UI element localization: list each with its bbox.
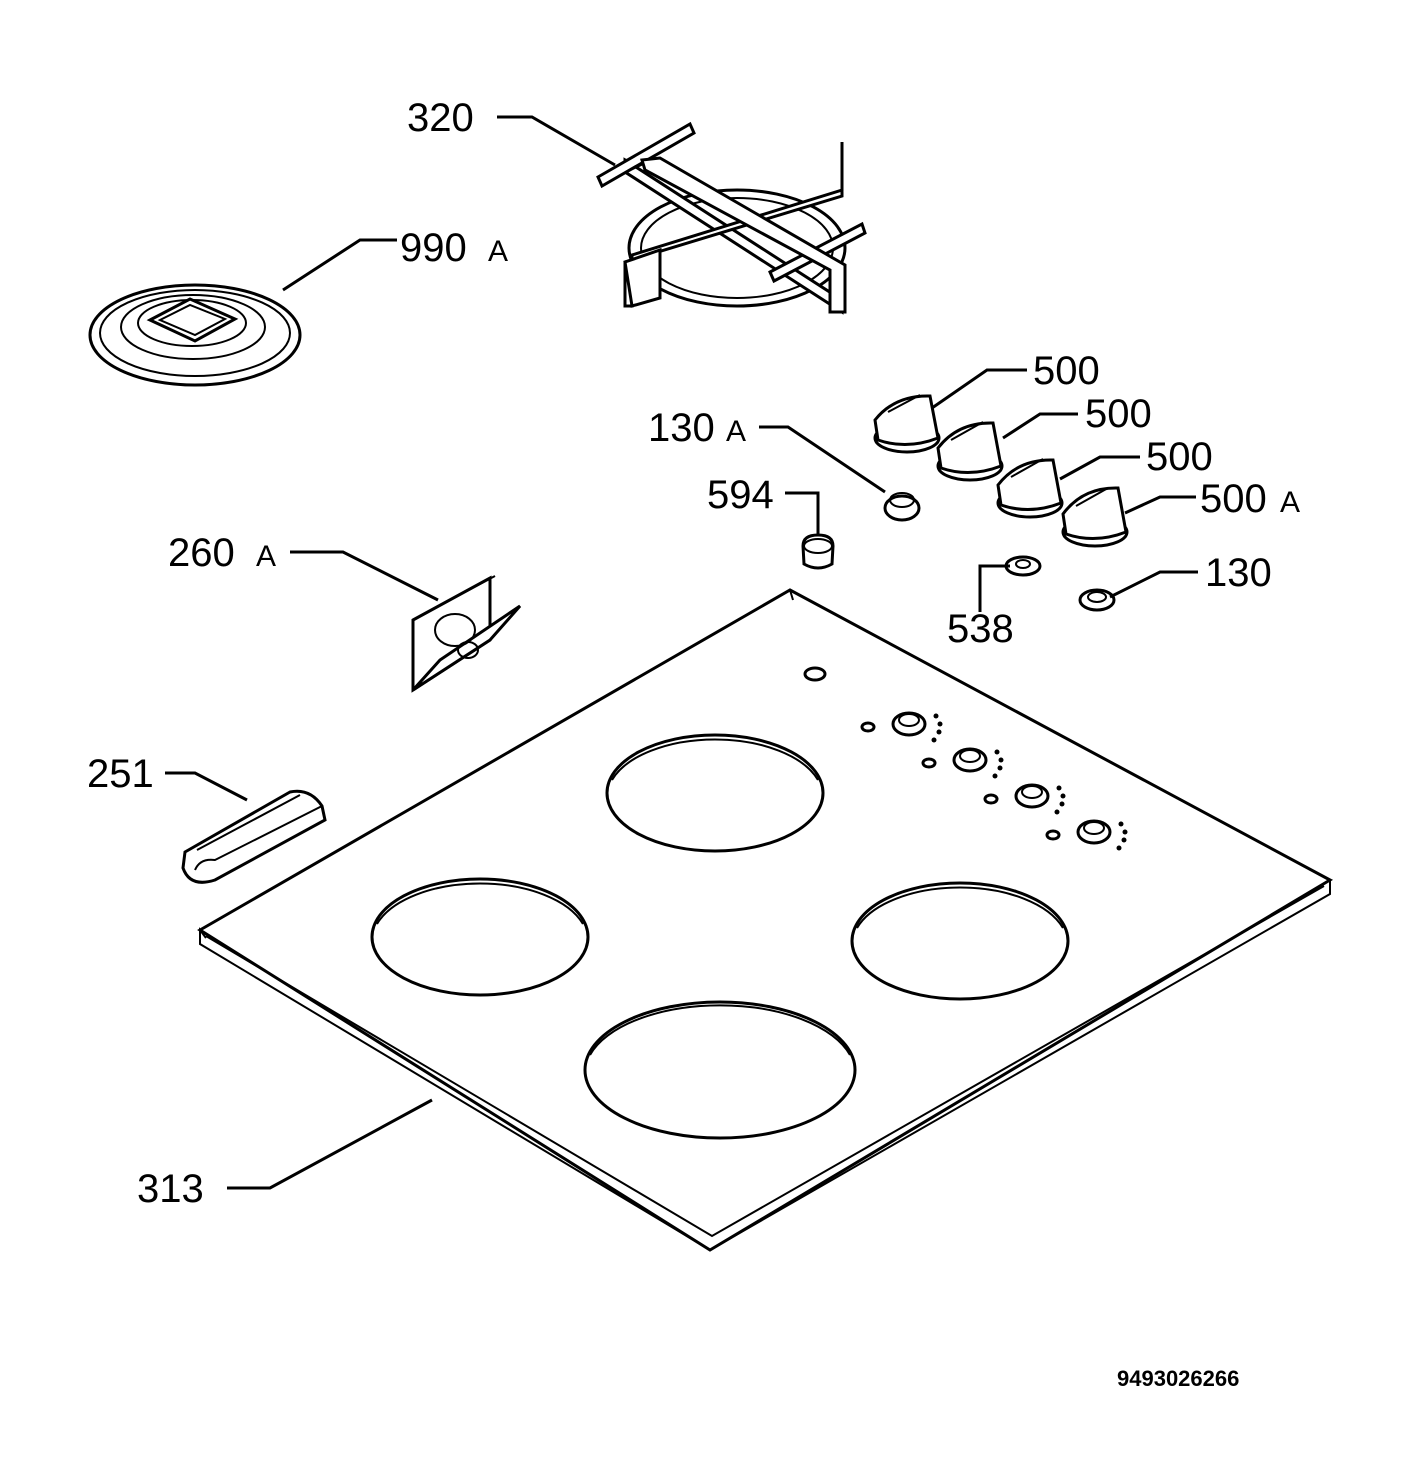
pan-support-grid (596, 121, 867, 315)
label-538: 538 (947, 607, 1014, 651)
label-990a-suffix: A (488, 235, 508, 268)
knob-holes (860, 711, 1128, 851)
label-320: 320 (407, 96, 474, 140)
label-130: 130 (1205, 551, 1272, 595)
label-251: 251 (87, 752, 154, 796)
label-500a: 500 (1200, 477, 1267, 521)
knob-bezel-130 (1078, 588, 1116, 612)
mounting-bracket (411, 575, 522, 693)
leader-lines (165, 115, 1198, 1190)
part-labels: 320 990 A 500 500 500 500 A 130 A 594 26… (87, 96, 1300, 1391)
control-knob-2 (936, 421, 1004, 482)
label-500-3: 500 (1146, 435, 1213, 479)
knob-bezel-130a (883, 492, 921, 522)
igniter-hole (803, 666, 827, 682)
retaining-clip (181, 789, 327, 884)
burner-hole-left (370, 877, 590, 997)
control-knob-4 (1061, 486, 1129, 548)
hob-top-plate (197, 588, 1334, 1252)
control-knob-3 (996, 458, 1064, 519)
label-130a-suffix: A (726, 415, 746, 448)
igniter-button-594 (801, 533, 835, 570)
label-500-2: 500 (1085, 392, 1152, 436)
label-500-1: 500 (1033, 349, 1100, 393)
label-500a-suffix: A (1280, 486, 1300, 519)
spring-clip-538 (1004, 555, 1042, 577)
label-594: 594 (707, 473, 774, 517)
burner-hole-front (583, 1000, 857, 1140)
label-313: 313 (137, 1167, 204, 1211)
label-990a: 990 (400, 226, 467, 270)
burner-cap-disc (88, 283, 302, 387)
label-260a: 260 (168, 531, 235, 575)
control-knob-1 (873, 394, 941, 454)
burner-hole-right (850, 881, 1070, 1001)
burner-hole-rear (605, 733, 825, 853)
document-number: 9493026266 (1117, 1366, 1239, 1391)
label-130a: 130 (648, 406, 715, 450)
label-260a-suffix: A (256, 540, 276, 573)
